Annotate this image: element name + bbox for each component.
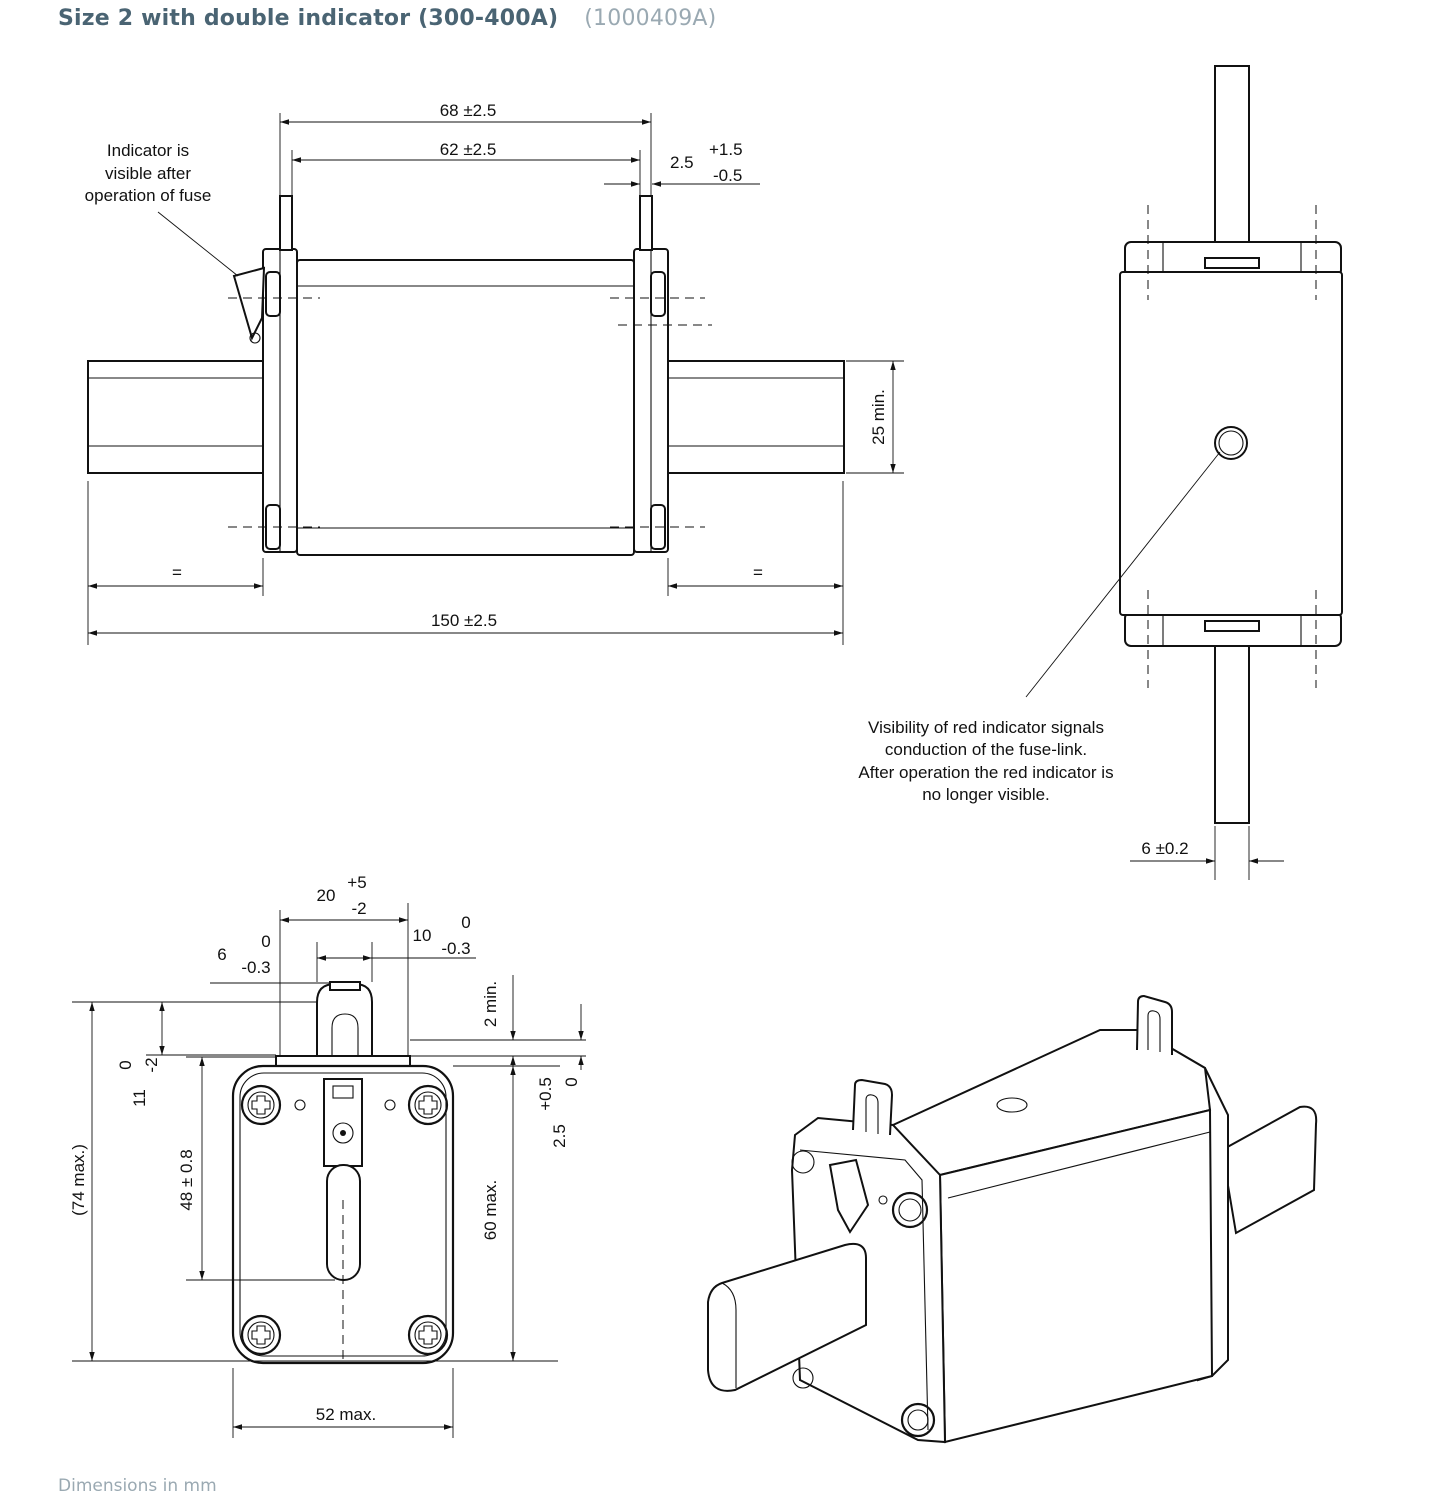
dim-blade-min: 25 min. [869, 389, 888, 445]
iso-blade-back [1220, 1105, 1318, 1235]
footer-note: Dimensions in mm [58, 1476, 217, 1496]
dim-20-plus: +5 [347, 873, 366, 892]
dim-6-lower: -0.3 [241, 958, 270, 977]
dim-2min: 2 min. [481, 981, 500, 1027]
end-view: 20 +5 -2 6 0 -0.3 10 0 -0.3 2 min. (74 m… [69, 873, 586, 1438]
dim-length: 150 ±2.5 [431, 611, 497, 630]
dim-10-lower: -0.3 [441, 939, 470, 958]
dim-overall-blade: 68 ±2.5 [440, 101, 497, 120]
screw-br [407, 1314, 449, 1356]
indicator-info-line3: After operation the red indicator is [858, 763, 1113, 782]
dim-6-upper: 0 [261, 932, 270, 951]
tab-right [639, 195, 653, 251]
blade-bottom [1214, 644, 1250, 824]
dim-48: 48 ± 0.8 [177, 1149, 196, 1210]
iso-tab-front [852, 1078, 894, 1136]
indicator-flag [232, 266, 266, 341]
screw-tr [407, 1084, 449, 1126]
blade-tab [316, 983, 373, 1059]
dim-10: 10 [413, 926, 432, 945]
screw-tl [240, 1084, 282, 1126]
dim-52: 52 max. [316, 1405, 376, 1424]
dim-20-minus: -2 [351, 899, 366, 918]
dim-10-upper: 0 [461, 913, 470, 932]
dim-body: 62 ±2.5 [440, 140, 497, 159]
dim-2-5-plus: +0.5 [536, 1077, 555, 1111]
screw-bl [240, 1314, 282, 1356]
dim-tab-plus: +1.5 [709, 140, 743, 159]
iso-indicator [828, 1158, 870, 1234]
title-text: Size 2 with double indicator (300-400A) [58, 6, 559, 31]
indicator-note-line1: Indicator is [107, 141, 189, 160]
indicator-note-line2: visible after [105, 164, 191, 183]
isometric-view [707, 994, 1318, 1444]
blade-left [87, 360, 265, 474]
dim-6: 6 [217, 945, 226, 964]
blade-right [667, 360, 845, 474]
dim-blade-thickness: 6 ±0.2 [1141, 839, 1188, 858]
dim-11-lower: -2 [142, 1057, 161, 1072]
page-title: Size 2 with double indicator (300-400A) (… [58, 6, 716, 31]
indicator-info-line4: no longer visible. [922, 785, 1050, 804]
dim-11: 11 [130, 1089, 149, 1107]
dim-60: 60 max. [481, 1180, 500, 1240]
iso-blade-front [707, 1242, 867, 1392]
indicator-note-line3: operation of fuse [85, 186, 212, 205]
dim-tab-minus: -0.5 [713, 166, 742, 185]
dim-2-5-zero: 0 [562, 1077, 581, 1086]
dim-20: 20 [317, 886, 336, 905]
fuse-body [296, 259, 635, 556]
tab-left [279, 195, 293, 251]
indicator-info-line2: conduction of the fuse-link. [885, 740, 1087, 759]
side-view: 68 ±2.5 62 ±2.5 2.5 +1.5 -0.5 25 min. = … [85, 101, 904, 645]
red-indicator [1214, 426, 1248, 460]
dim-equal-right: = [753, 563, 763, 582]
top-view: Visibility of red indicator signals cond… [858, 65, 1343, 880]
housing-outer [231, 1064, 455, 1365]
iso-tab-back [1136, 994, 1173, 1055]
dim-2-5: 2.5 [550, 1124, 569, 1148]
part-code: (1000409A) [584, 6, 717, 31]
blade-top [1214, 65, 1250, 245]
dim-74: (74 max.) [69, 1144, 88, 1216]
dim-11-upper: 0 [116, 1060, 135, 1069]
dim-tab: 2.5 [670, 153, 694, 172]
indicator-info-line1: Visibility of red indicator signals [868, 718, 1104, 737]
dim-equal-left: = [172, 563, 182, 582]
